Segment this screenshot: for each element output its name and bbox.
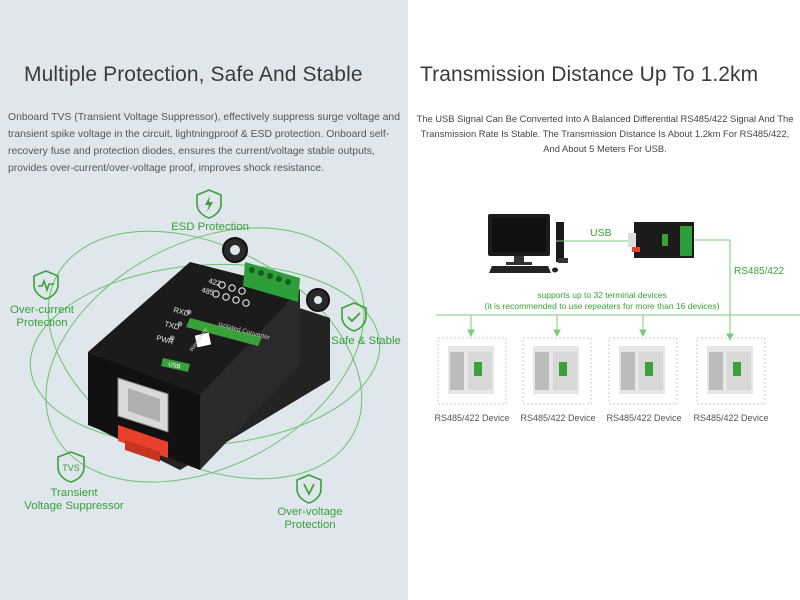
brand-logo: [194, 332, 212, 348]
support-text-line2: (it is recommended to use repeaters for …: [485, 301, 720, 311]
device-label: RS485/422 Device: [693, 413, 768, 423]
protection-title: Multiple Protection, Safe And Stable: [24, 63, 363, 86]
feature-tvs-line1: Transient: [50, 487, 98, 499]
device-right-face: [200, 290, 300, 470]
converter-device: [628, 222, 694, 258]
rs485-label: RS485/422: [734, 266, 784, 277]
feature-safe-stable: Safe & Stable: [331, 335, 401, 347]
led-indicator: [177, 321, 183, 327]
device-label-txd: TXD: [163, 319, 180, 332]
mouse: [552, 267, 558, 273]
transmission-title: Transmission Distance Up To 1.2km: [420, 63, 759, 86]
feature-overvoltage-line1: Over-voltage: [277, 506, 343, 518]
device-label: RS485/422 Device: [434, 413, 509, 423]
device-label-485: 485: [200, 285, 214, 297]
transmission-diagram: USB RS485/422 supports up to 32 terminal…: [434, 214, 800, 423]
terminal-device-4: [696, 337, 766, 405]
device-illustration: 422 485 RXD TXD PWR Isolated Converter W…: [29, 227, 381, 483]
led-indicator: [169, 335, 175, 341]
usb-tag: [161, 358, 190, 372]
protection-description: Onboard TVS (Transient Voltage Suppresso…: [8, 112, 400, 174]
terminal-block: [243, 262, 300, 302]
terminal-device-3: [608, 337, 678, 405]
device-label-422: 422: [207, 276, 221, 288]
computer-tower: [556, 222, 568, 263]
feature-tvs-line2: Voltage Suppressor: [24, 500, 124, 512]
computer-monitor: [488, 214, 550, 265]
orbit-ring: [45, 227, 365, 483]
support-text-line1: supports up to 32 terminal devices: [537, 290, 666, 300]
terminal-device-1: [437, 337, 507, 405]
rs485-line: [694, 239, 731, 338]
safe-shield-icon: [341, 302, 367, 332]
transmission-description: The USB Signal Can Be Converted Into A B…: [416, 113, 794, 154]
device-label: RS485/422 Device: [606, 413, 681, 423]
terminal-device-2: [522, 337, 592, 405]
transmission-panel: Transmission Distance Up To 1.2km The US…: [408, 0, 800, 600]
device-label-rxd: RXD: [172, 305, 190, 318]
overcurrent-shield-icon: [33, 270, 59, 300]
feature-overcurrent-line1: Over-current: [10, 304, 74, 316]
usb-label: USB: [590, 227, 612, 239]
led-indicator: [186, 309, 192, 315]
protection-panel: Multiple Protection, Safe And Stable Onb…: [0, 0, 408, 600]
feature-overcurrent-line2: Protection: [16, 317, 68, 329]
tvs-shield-icon: TVS: [57, 451, 85, 483]
device-label: RS485/422 Device: [520, 413, 595, 423]
keyboard: [489, 266, 551, 273]
esd-shield-icon: [196, 189, 222, 219]
overvoltage-shield-icon: [296, 474, 322, 504]
svg-text:TVS: TVS: [62, 463, 80, 473]
red-connector: [118, 425, 168, 458]
label-stripe: [186, 318, 262, 346]
feature-esd-protection: ESD Protection: [171, 221, 249, 233]
device-label-usb: USB: [168, 362, 181, 370]
feature-overvoltage-line2: Protection: [284, 519, 336, 531]
